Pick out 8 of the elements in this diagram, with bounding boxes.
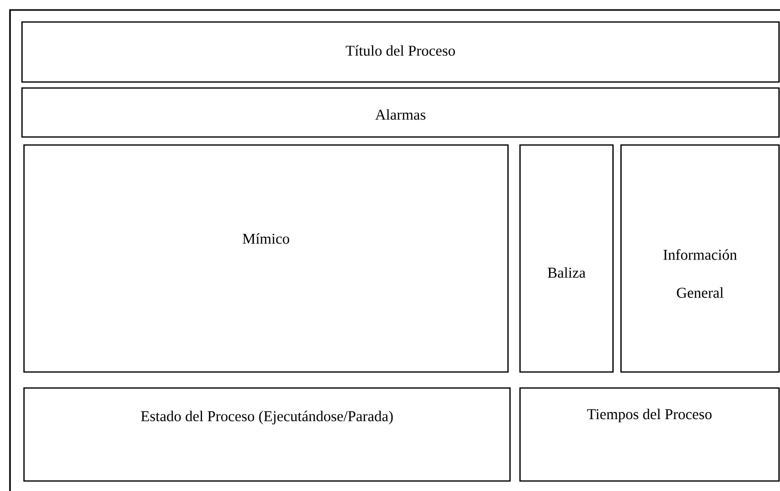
panel-box: Título del Proceso	[21, 21, 780, 83]
panel-box: Información General	[620, 144, 780, 373]
panel-box: Tiempos del Proceso	[519, 387, 780, 482]
panel-box: Estado del Proceso (Ejecutándose/Parada)	[23, 387, 511, 482]
panel-box: Baliza	[519, 144, 614, 373]
frame-box	[9, 9, 780, 491]
panel-box: Mímico	[23, 144, 509, 373]
panel-box: Alarmas	[21, 87, 780, 138]
